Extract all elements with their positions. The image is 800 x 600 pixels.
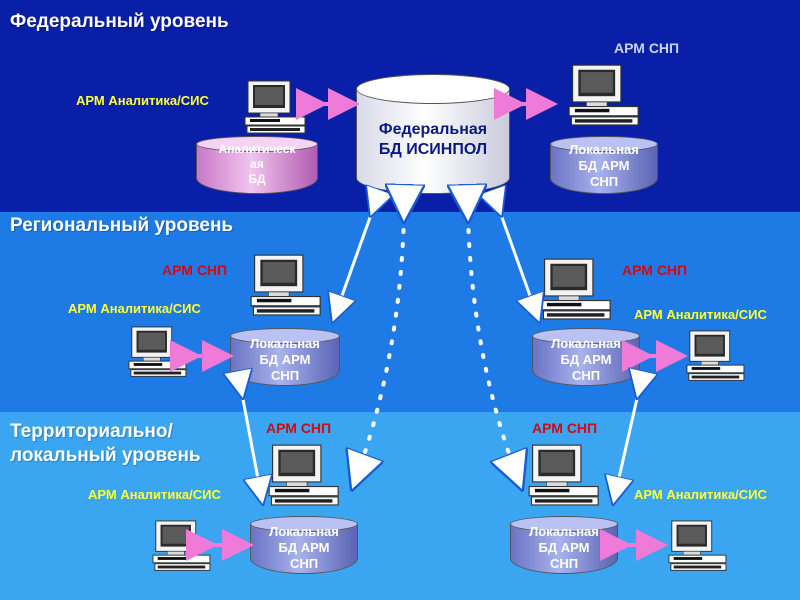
sync-arrow	[334, 212, 372, 318]
territorial-right-analytics-computer-icon	[668, 520, 729, 571]
federal-level-title: Федеральный уровень	[10, 11, 229, 32]
analytic-database: Аналитическ ая БД	[196, 136, 318, 194]
federal-analytics-label: АРМ Аналитика/СИС	[76, 93, 209, 108]
regional-right-analytics-label: АРМ Аналитика/СИС	[634, 307, 767, 322]
sync-arrow	[242, 394, 262, 500]
federal-analytics-computer-icon	[244, 80, 308, 134]
dotted-sync-arrow	[354, 216, 404, 484]
regional-left-analytics-label: АРМ Аналитика/СИС	[68, 301, 201, 316]
regional-right-local-database: Локальная БД АРМ СНП	[532, 328, 640, 386]
analytic-database-label: Аналитическ ая БД	[218, 142, 296, 186]
dotted-sync-arrow	[468, 216, 520, 484]
regional-right-snp-label: АРМ СНП	[622, 262, 688, 278]
sync-arrow	[614, 394, 638, 500]
federal-database: Федеральная БД ИСИНПОЛ	[356, 74, 510, 194]
territorial-left-snp-label: АРМ СНП	[266, 420, 332, 436]
territorial-right-snp-label: АРМ СНП	[532, 420, 598, 436]
regional-right-local-database-label: Локальная БД АРМ СНП	[551, 336, 621, 383]
regional-right-snp-computer-icon	[540, 258, 614, 320]
federal-local-database-label: Локальная БД АРМ СНП	[569, 142, 639, 189]
federal-snp-computer-icon	[568, 64, 642, 126]
territorial-left-local-database: Локальная БД АРМ СНП	[250, 516, 358, 574]
regional-level-title: Региональный уровень	[10, 215, 234, 236]
territorial-right-snp-computer-icon	[528, 444, 602, 506]
regional-left-analytics-computer-icon	[128, 326, 189, 377]
territorial-right-analytics-label: АРМ Аналитика/СИС	[634, 487, 767, 502]
sync-arrow	[500, 212, 538, 318]
regional-left-snp-label: АРМ СНП	[162, 262, 228, 278]
territorial-left-analytics-label: АРМ Аналитика/СИС	[88, 487, 221, 502]
territorial-level-title: Территориально/ локальный уровень	[10, 421, 201, 466]
regional-left-local-database: Локальная БД АРМ СНП	[230, 328, 340, 386]
federal-snp-label: АРМ СНП	[614, 40, 680, 56]
territorial-right-local-database-label: Локальная БД АРМ СНП	[529, 524, 599, 571]
federal-local-database: Локальная БД АРМ СНП	[550, 136, 658, 194]
territorial-left-snp-computer-icon	[268, 444, 342, 506]
regional-left-snp-computer-icon	[250, 254, 324, 316]
regional-left-local-database-label: Локальная БД АРМ СНП	[250, 336, 320, 383]
federal-database-label: Федеральная БД ИСИНПОЛ	[378, 121, 488, 158]
territorial-left-local-database-label: Локальная БД АРМ СНП	[269, 524, 339, 571]
regional-right-analytics-computer-icon	[686, 330, 747, 381]
